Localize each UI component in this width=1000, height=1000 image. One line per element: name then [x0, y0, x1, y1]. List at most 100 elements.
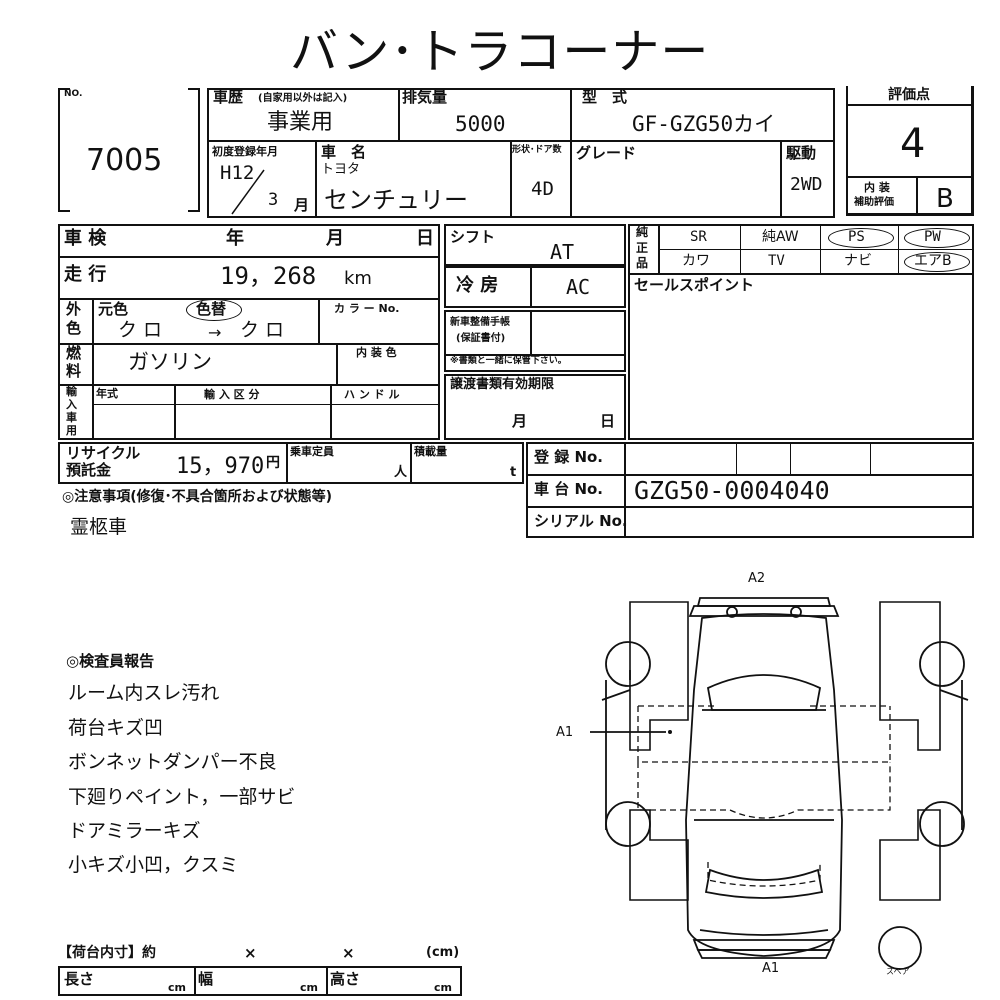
- recycle-unit: 円: [266, 455, 280, 471]
- equipment-label-1: 純: [636, 225, 649, 239]
- a2-label: A2: [748, 571, 766, 586]
- displacement-value: 5000: [455, 112, 506, 136]
- divider: [820, 224, 821, 273]
- import-category-label: 輸 入 区 分: [204, 388, 260, 401]
- divider: [846, 104, 974, 106]
- first-reg-month: 3: [268, 190, 279, 210]
- import-char-3: 車: [66, 411, 77, 424]
- cargo-height-unit: cm: [434, 981, 452, 994]
- a1-bottom-label: A1: [762, 961, 780, 976]
- model-label: 型 式: [582, 88, 628, 106]
- cargo-height-label: 高さ: [330, 970, 361, 988]
- equip-airbag: エアB: [914, 253, 952, 269]
- spare-label: スペア: [886, 967, 910, 976]
- score-box: [846, 86, 974, 216]
- inspector-line: 荷台キズ凹: [68, 717, 164, 739]
- load-unit: t: [510, 465, 517, 480]
- color-label-2: 色: [66, 319, 82, 337]
- divider: [526, 506, 974, 508]
- ac-box: [444, 266, 626, 308]
- a1-side-label: A1: [556, 725, 574, 740]
- chassis-label: 車 台 No.: [534, 480, 604, 498]
- manual-label-2: (保証書付): [456, 333, 506, 344]
- color-from: ク ロ: [118, 319, 163, 341]
- inspector-line: 下廻りペイント，一部サビ: [68, 786, 296, 808]
- lot-bracket-left: [58, 88, 70, 212]
- ac-label: 冷 房: [456, 275, 499, 296]
- divider: [398, 88, 400, 140]
- first-reg-label: 初度登録年月: [212, 145, 278, 158]
- lot-number: 7005: [86, 143, 163, 178]
- divider: [624, 442, 626, 538]
- divider: [658, 224, 660, 273]
- interior-label-1: 内 装: [864, 181, 890, 194]
- transfer-month: 月: [512, 412, 528, 430]
- transfer-day: 日: [600, 412, 616, 430]
- divider: [336, 343, 338, 384]
- shift-value: AT: [550, 240, 575, 264]
- divider: [92, 298, 94, 440]
- divider: [510, 140, 512, 218]
- body-doors-label: 形状･ドア数: [512, 145, 562, 155]
- color-arrow: →: [208, 323, 222, 342]
- cargo-times-2: ×: [342, 944, 355, 962]
- chassis-value: GZG50-0004040: [634, 476, 830, 505]
- equip-leather: カワ: [682, 253, 710, 269]
- divider: [898, 224, 899, 273]
- handle-label: ハ ン ド ル: [344, 388, 400, 401]
- transfer-box: [444, 374, 626, 440]
- divider: [570, 88, 572, 218]
- registration-label: 登 録 No.: [534, 448, 604, 466]
- divider: [790, 442, 791, 474]
- cargo-label: 【荷台内寸】約: [58, 945, 156, 961]
- details-left-box: [58, 224, 440, 440]
- inspection-year: 年: [226, 228, 244, 249]
- divider: [194, 966, 196, 996]
- fuel-value: ガソリン: [128, 350, 212, 374]
- equip-navi: ナビ: [844, 253, 872, 269]
- divider: [780, 140, 782, 218]
- divider: [326, 966, 328, 996]
- equip-sr: SR: [690, 229, 707, 245]
- ac-value: AC: [566, 275, 591, 299]
- divider: [870, 442, 871, 474]
- divider: [174, 384, 176, 440]
- color-label-1: 外: [66, 300, 82, 318]
- interior-color-label: 内 装 色: [356, 346, 397, 359]
- drive-label: 駆動: [786, 144, 817, 162]
- divider: [92, 404, 440, 405]
- model-value: GF-GZG50カイ: [632, 112, 776, 136]
- serial-label: シリアル No.: [534, 512, 628, 530]
- import-char-2: 入: [66, 398, 77, 411]
- load-label: 積載量: [414, 445, 447, 458]
- transfer-label: 譲渡書類有効期限: [450, 377, 555, 392]
- cargo-times-1: ×: [244, 944, 257, 962]
- manual-box: [444, 310, 626, 372]
- recycle-label-2: 預託金: [66, 461, 112, 479]
- divider: [916, 176, 918, 216]
- sales-point-label: セールスポイント: [634, 276, 755, 294]
- color-original-label: 元色: [98, 300, 129, 318]
- body-doors-value: 4D: [531, 178, 554, 200]
- cargo-length-unit: cm: [168, 981, 186, 994]
- divider: [58, 384, 440, 386]
- interior-label-2: 補助評価: [854, 197, 894, 208]
- inspection-label: 車 検: [64, 228, 107, 249]
- mileage-value: 19，268: [220, 262, 317, 290]
- divider: [330, 384, 332, 440]
- vehicle-info-box: [207, 88, 835, 218]
- inspector-label: ◎検査員報告: [66, 652, 155, 670]
- capacity-unit: 人: [394, 465, 408, 480]
- divider: [526, 474, 974, 476]
- shift-box: [444, 224, 626, 266]
- equipment-label-2: 正: [636, 241, 649, 255]
- mileage-unit: km: [344, 268, 372, 289]
- divider: [58, 343, 440, 345]
- divider: [628, 273, 974, 275]
- car-diagram: [590, 597, 969, 970]
- grade-label: グレード: [576, 144, 637, 162]
- registration-box: [526, 442, 974, 538]
- recycle-value: 15，970: [176, 454, 265, 479]
- manual-note: ※書類と一緒に保管下さい。: [450, 356, 567, 366]
- car-name-label: 車 名: [321, 143, 367, 161]
